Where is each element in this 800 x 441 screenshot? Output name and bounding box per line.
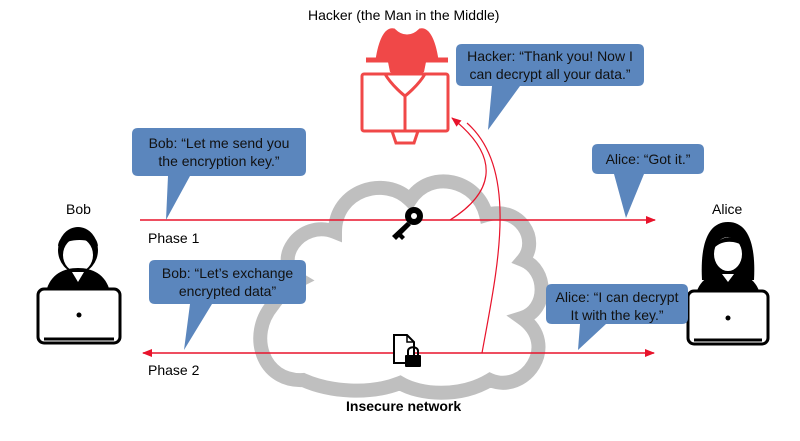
bubble-line: Bob: “Let’s exchange xyxy=(161,265,294,281)
hacker-icon xyxy=(360,28,450,145)
bob-name: Bob xyxy=(66,201,91,217)
bob-bubble-phase2 xyxy=(149,260,306,350)
bubble-line: Alice: “I can decrypt xyxy=(555,289,679,305)
hacker-title: Hacker (the Man in the Middle) xyxy=(308,7,500,23)
bob-bubble-phase1-text: Bob: “Let me send you the encryption key… xyxy=(132,134,306,170)
alice-bubble-phase1-text: Alice: “Got it.” xyxy=(592,150,704,168)
alice-name: Alice xyxy=(712,201,743,217)
alice-bubble-phase1 xyxy=(592,144,704,218)
bubble-line: Bob: “Let me send you xyxy=(148,135,290,151)
network-label: Insecure network xyxy=(346,398,462,414)
bob-bubble-phase2-text: Bob: “Let’s exchange encrypted data” xyxy=(149,264,306,300)
hacker-bubble-text: Hacker: “Thank you! Now I can decrypt al… xyxy=(456,47,644,83)
intercept-arrow xyxy=(449,117,501,354)
alice-bubble-phase2 xyxy=(546,284,688,350)
bob-bubble-phase1 xyxy=(132,128,306,220)
phase2-label: Phase 2 xyxy=(148,362,200,378)
hacker-bubble xyxy=(456,44,644,130)
bubble-line: encrypted data” xyxy=(178,283,277,299)
bob-icon xyxy=(46,227,110,292)
bubble-line: Alice: “Got it.” xyxy=(605,151,691,167)
bubble-line: the encryption key.” xyxy=(158,153,280,169)
bubble-line: Hacker: “Thank you! Now I xyxy=(467,48,633,64)
locked-document-icon xyxy=(393,334,421,367)
laptop-icon xyxy=(36,287,122,345)
alice-icon xyxy=(696,222,760,294)
laptop-icon xyxy=(686,289,770,346)
bubble-line: It with the key.” xyxy=(570,307,664,323)
phase1-label: Phase 1 xyxy=(148,230,200,246)
key-icon xyxy=(392,207,423,240)
alice-bubble-phase2-text: Alice: “I can decrypt It with the key.” xyxy=(546,288,688,324)
bubble-line: can decrypt all your data.” xyxy=(469,66,631,82)
